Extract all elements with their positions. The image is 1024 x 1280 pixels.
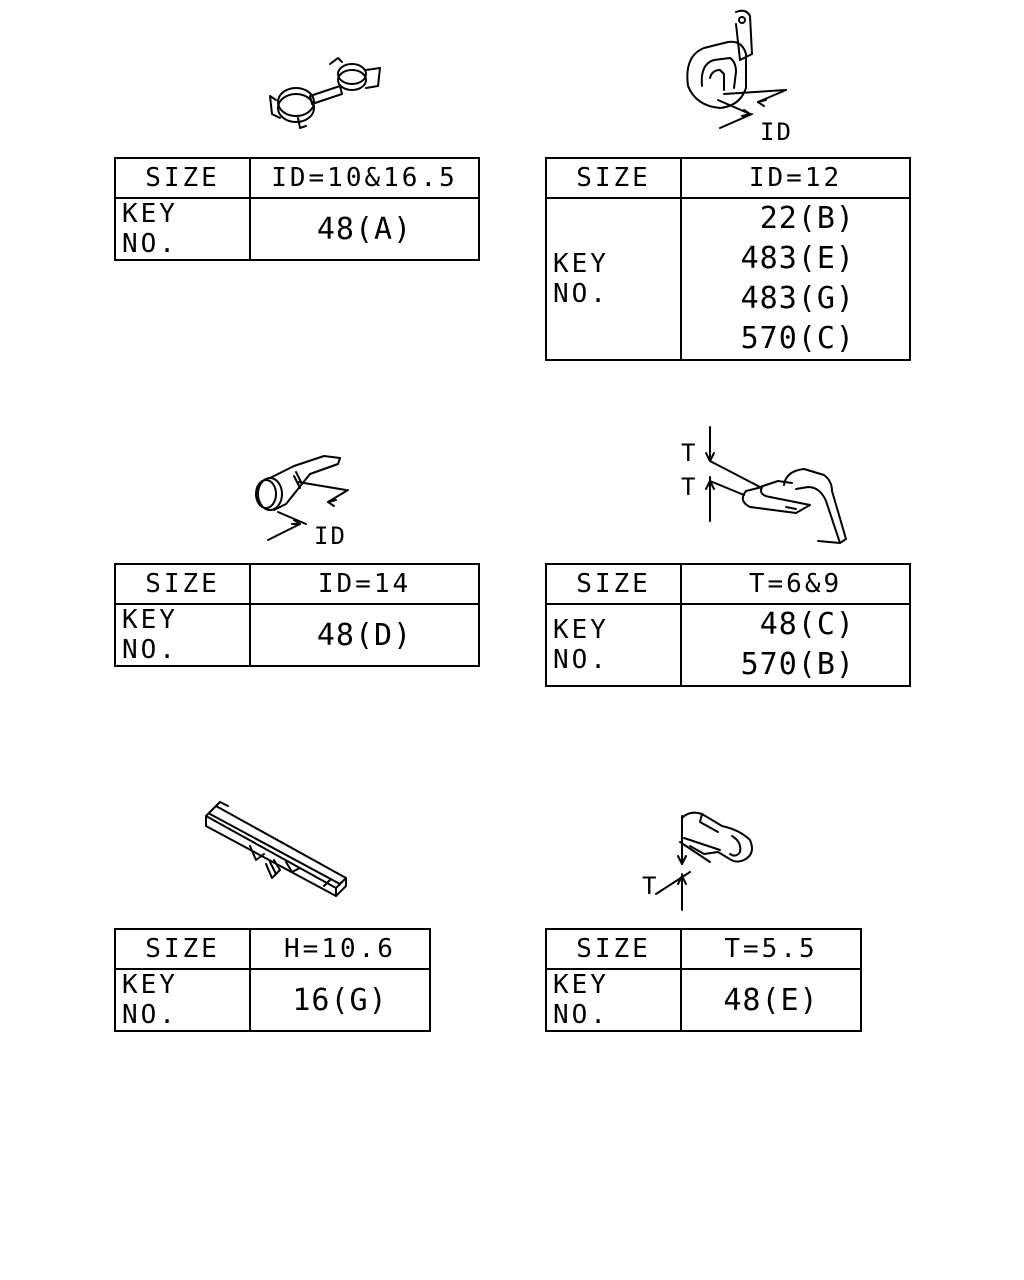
spec-table-5: SIZE H=10.6 KEY NO. 16(G) [114, 928, 431, 1032]
size-value: ID=12 [680, 157, 911, 199]
curled-tab-clip-illustration [655, 811, 753, 911]
dimension-label-t: T [681, 439, 698, 467]
spec-table-2: SIZE ID=12 KEY NO. 22(B) 483(E) 483(G) 5… [545, 157, 911, 361]
key-value: 48(C) [759, 607, 855, 642]
dimension-label-id: ID [314, 522, 347, 550]
size-value: T=5.5 [680, 928, 862, 970]
double-ring-clamp-illustration [269, 57, 381, 129]
key-value: 48(A) [249, 197, 480, 261]
spec-table-1: SIZE ID=10&16.5 KEY NO. 48(A) [114, 157, 480, 261]
key-values: 48(C) 570(B) [680, 603, 911, 687]
size-label: SIZE [114, 928, 251, 970]
spec-table-6: SIZE T=5.5 KEY NO. 48(E) [545, 928, 862, 1032]
size-value: ID=14 [249, 563, 480, 605]
size-label: SIZE [545, 157, 682, 199]
size-label: SIZE [545, 563, 682, 605]
key-value: 48(E) [680, 968, 862, 1032]
dimension-label-t: T [642, 872, 659, 900]
key-values: 22(B) 483(E) 483(G) 570(C) [680, 197, 911, 361]
size-label: SIZE [114, 563, 251, 605]
key-value: 22(B) [759, 201, 855, 236]
key-value: 483(E) [740, 241, 855, 276]
long-channel-clip-illustration [205, 801, 347, 897]
size-value: T=6&9 [680, 563, 911, 605]
key-no-label: KEY NO. [545, 968, 682, 1032]
key-no-label: KEY NO. [114, 197, 251, 261]
spec-table-3: SIZE ID=14 KEY NO. 48(D) [114, 563, 480, 667]
size-label: SIZE [114, 157, 251, 199]
dimension-label-t: T [681, 473, 698, 501]
key-no-label: KEY NO. [114, 968, 251, 1032]
key-value: 483(G) [740, 281, 855, 316]
ring-tail-clip-illustration [255, 455, 349, 541]
key-value: 16(G) [249, 968, 431, 1032]
size-label: SIZE [545, 928, 682, 970]
key-no-label: KEY NO. [114, 603, 251, 667]
key-value: 570(C) [740, 321, 855, 356]
dimension-label-id: ID [760, 118, 793, 146]
size-value: ID=10&16.5 [249, 157, 480, 199]
flat-spring-clip-illustration [705, 426, 847, 544]
size-value: H=10.6 [249, 928, 431, 970]
key-no-label: KEY NO. [545, 197, 682, 361]
folded-bracket-clip-illustration [686, 9, 787, 129]
key-value: 48(D) [249, 603, 480, 667]
key-no-label: KEY NO. [545, 603, 682, 687]
key-value: 570(B) [740, 647, 855, 682]
spec-table-4: SIZE T=6&9 KEY NO. 48(C) 570(B) [545, 563, 911, 687]
